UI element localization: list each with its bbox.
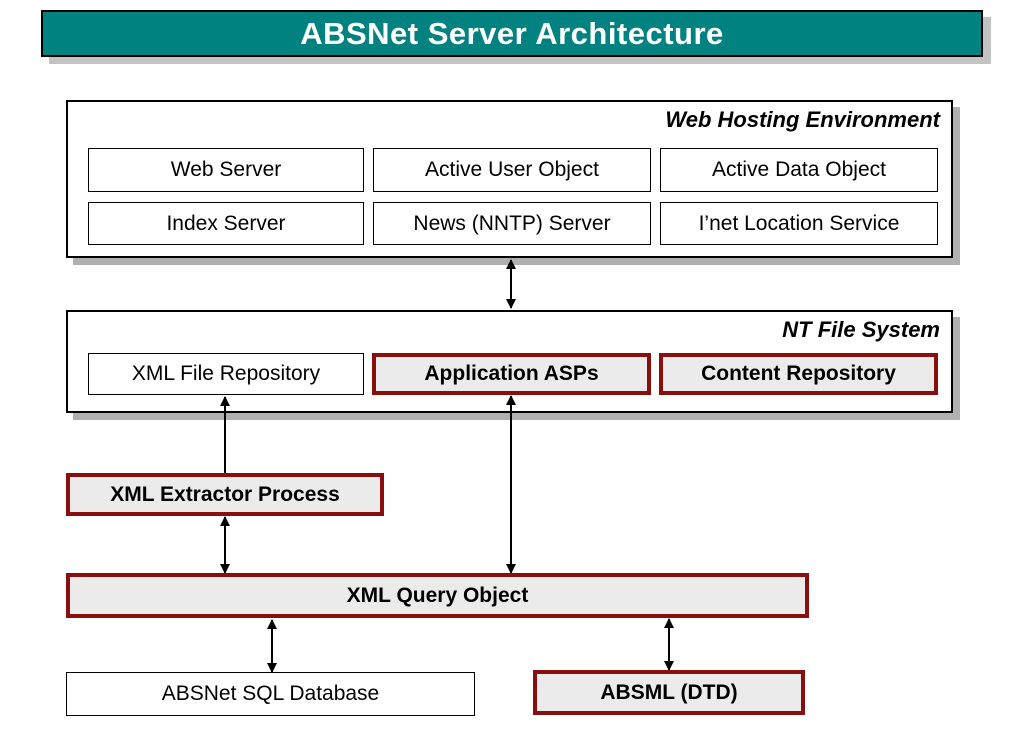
node-absml-dtd-label: ABSML (DTD) [600,680,738,704]
node-absnet-sql-database: ABSNet SQL Database [66,672,475,716]
arrow-extractor-repository [220,396,230,473]
node-news-nntp-server-label: News (NNTP) Server [413,211,611,235]
page-title: ABSNet Server Architecture [300,15,724,51]
node-xml-query-object-label: XML Query Object [346,583,529,607]
node-index-server-label: Index Server [166,211,286,235]
node-inet-location-service-label: I’net Location Service [698,211,900,235]
node-xml-file-repository: XML File Repository [88,353,364,395]
web-hosting-environment-box: Web Hosting Environment Web Server Activ… [66,100,953,258]
node-xml-extractor-process-label: XML Extractor Process [110,482,340,506]
node-xml-query-object: XML Query Object [66,573,809,618]
node-news-nntp-server: News (NNTP) Server [373,202,651,245]
node-active-user-object-label: Active User Object [425,158,599,181]
web-hosting-environment-label: Web Hosting Environment [665,107,940,132]
nt-file-system-label: NT File System [782,317,940,342]
node-xml-file-repository-label: XML File Repository [131,362,321,385]
nt-file-system-box: NT File System XML File Repository Appli… [66,310,953,413]
node-content-repository: Content Repository [659,353,938,395]
arrow-query-absml [664,618,674,671]
node-application-asps-label: Application ASPs [424,362,599,385]
node-web-server: Web Server [88,148,364,192]
arrow-asps-query [506,395,516,574]
node-absnet-sql-database-label: ABSNet SQL Database [161,682,380,705]
title-banner: ABSNet Server Architecture [41,10,983,57]
arrow-extractor-query [220,516,230,574]
node-content-repository-label: Content Repository [701,362,896,385]
node-web-server-label: Web Server [170,158,282,181]
arrow-query-sqldb [267,619,277,673]
node-index-server: Index Server [88,202,364,245]
node-application-asps: Application ASPs [372,353,651,395]
node-active-data-object-label: Active Data Object [712,158,886,181]
node-active-data-object: Active Data Object [660,148,938,192]
arrow-webhosting-ntfs [506,259,516,309]
node-active-user-object: Active User Object [373,148,651,192]
node-xml-extractor-process: XML Extractor Process [66,473,384,516]
node-inet-location-service: I’net Location Service [660,202,938,245]
node-absml-dtd: ABSML (DTD) [533,670,805,715]
